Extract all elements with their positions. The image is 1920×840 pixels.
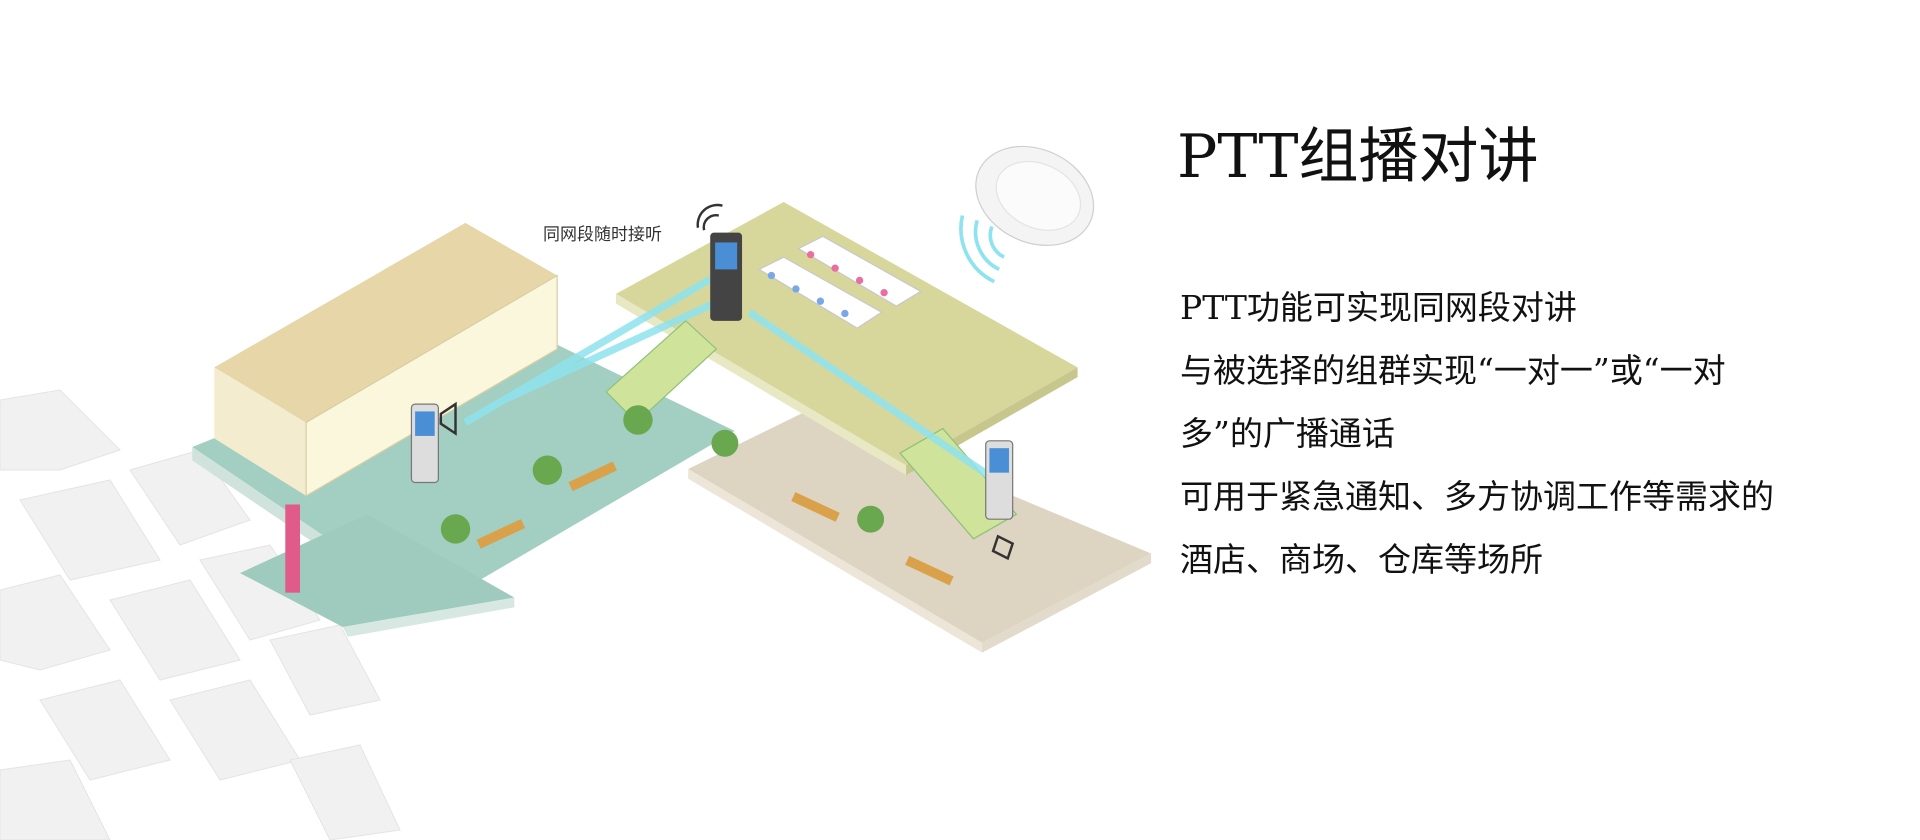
phone-icon xyxy=(710,232,743,321)
store-top xyxy=(214,222,558,423)
wifi-signal-icon xyxy=(696,203,723,231)
description-line: 酒店、商场、仓库等场所 xyxy=(1180,540,1543,579)
page-title: PTT组播对讲 xyxy=(1177,122,1539,192)
description-line: 多”的广播通话 xyxy=(1180,414,1395,453)
description-line: 可用于紧急通知、多方协调工作等需求的 xyxy=(1180,477,1774,516)
ground-floor-right xyxy=(688,410,1152,643)
same-subnet-callout: 同网段随时接听 xyxy=(543,225,662,245)
description-line: 与被选择的组群实现“一对一”或“一对 xyxy=(1180,351,1726,390)
feature-description: PTT功能可实现同网段对讲 与被选择的组群实现“一对一”或“一对 多”的广播通话… xyxy=(1180,276,1774,591)
speaker-icon xyxy=(991,534,1015,561)
description-line: PTT功能可实现同网段对讲 xyxy=(1180,288,1577,327)
ground-floor-left-lower xyxy=(240,514,515,627)
phone-icon xyxy=(410,403,439,484)
phone-icon xyxy=(985,440,1014,520)
background-cubes xyxy=(0,389,401,840)
wireless-access-point-icon xyxy=(975,145,1095,247)
speaker-icon xyxy=(439,401,457,436)
